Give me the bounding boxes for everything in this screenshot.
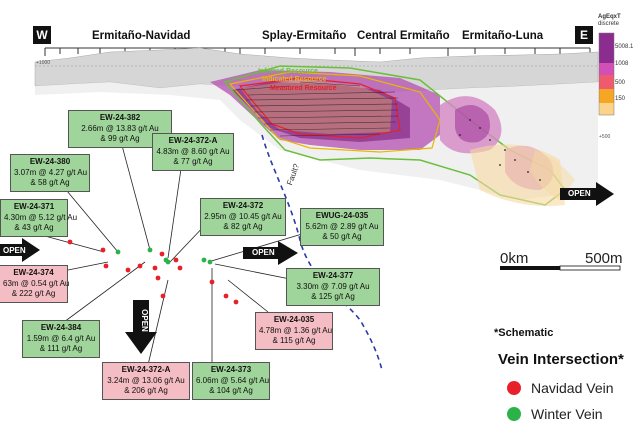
east-marker: E bbox=[575, 26, 593, 44]
legend-title: Vein Intersection* bbox=[498, 351, 624, 368]
open-label: OPEN bbox=[568, 189, 591, 198]
navidad-vein-swatch bbox=[507, 381, 521, 395]
callout-ew-24-371: EW-24-371 4.30m @ 5.12 g/t Au & 43 g/t A… bbox=[0, 199, 77, 237]
west-marker: W bbox=[33, 26, 51, 44]
callout-ew-24-372: EW-24-372 2.95m @ 10.45 g/t Au & 82 g/t … bbox=[200, 198, 286, 236]
scale-right-label: 500m bbox=[585, 250, 623, 267]
schematic-note: *Schematic bbox=[494, 327, 554, 339]
measured-resource-label: Measured Resource bbox=[270, 85, 337, 92]
elevation-mid-label: +500 bbox=[599, 134, 611, 140]
callout-ew-24-384: EW-24-384 1.59m @ 6.4 g/t Au & 111 g/t A… bbox=[22, 320, 100, 358]
colorbar-level: 1008 bbox=[615, 61, 629, 67]
elevation-top-label: +1000 bbox=[36, 60, 51, 66]
callout-ew-24-374: EW-24-374 63m @ 0.54 g/t Au & 222 g/t Ag bbox=[0, 265, 69, 303]
callout-ew-24-377: EW-24-377 3.30m @ 7.09 g/t Au & 125 g/t … bbox=[286, 268, 380, 306]
callout-ew-24-372-a-lower: EW-24-372-A 3.24m @ 13.06 g/t Au & 206 g… bbox=[102, 362, 190, 400]
callout-ew-24-380: EW-24-380 3.07m @ 4.27 g/t Au & 58 g/t A… bbox=[10, 154, 90, 192]
scale-left-label: 0km bbox=[500, 250, 529, 267]
open-arrow-right-center bbox=[243, 241, 298, 265]
indicated-resource-label: Indicated Resource bbox=[262, 76, 327, 83]
open-arrow-down bbox=[125, 300, 157, 354]
callout-ewug-24-035: EWUG-24-035 5.62m @ 2.89 g/t Au & 50 g/t… bbox=[300, 208, 384, 246]
legend-winter-vein: Winter Vein bbox=[531, 406, 603, 422]
intercept-dots bbox=[67, 239, 239, 305]
open-arrow-left bbox=[0, 238, 40, 262]
open-label: OPEN bbox=[3, 246, 26, 255]
callout-ew-24-372-a-upper: EW-24-372-A 4.83m @ 8.60 g/t Au & 77 g/t… bbox=[152, 133, 234, 171]
open-arrow-right-east bbox=[560, 182, 614, 206]
legend-navidad-vein: Navidad Vein bbox=[531, 380, 614, 396]
open-label: OPEN bbox=[252, 248, 275, 257]
colorbar-level: 5008.1 bbox=[615, 44, 634, 50]
winter-vein-swatch bbox=[507, 407, 521, 421]
callout-ew-24-035: EW-24-035 4.78m @ 1.36 g/t Au & 115 g/t … bbox=[255, 312, 333, 350]
zone-splay-ermitano: Splay-Ermitaño bbox=[262, 30, 347, 42]
zone-ermitano-navidad: Ermitaño-Navidad bbox=[92, 30, 191, 42]
zone-central-ermitano: Central Ermitaño bbox=[357, 30, 450, 42]
colorbar-level: 500 bbox=[615, 80, 626, 86]
callout-ew-24-382: EW-24-382 2.66m @ 13.83 g/t Au & 99 g/t … bbox=[68, 110, 172, 148]
colorbar-subtitle: discrete bbox=[598, 21, 620, 27]
inferred-resource-label: Inferred Resource bbox=[258, 68, 318, 75]
callout-ew-24-373: EW-24-373 6.06m @ 5.64 g/t Au & 104 g/t … bbox=[192, 362, 270, 400]
colorbar-level: 150 bbox=[615, 96, 626, 102]
colorbar-title: AgEqxT bbox=[598, 14, 621, 20]
zone-ermitano-luna: Ermitaño-Luna bbox=[462, 30, 544, 42]
open-label: OPEN bbox=[139, 309, 149, 332]
